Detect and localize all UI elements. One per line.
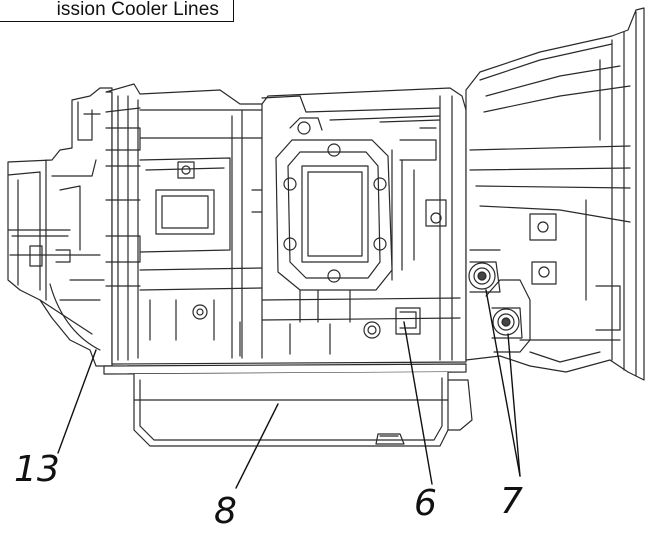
callout-7: 7	[500, 481, 523, 522]
oil-pan	[103, 363, 473, 447]
cooler-line-fittings	[468, 261, 523, 339]
callout-8: 8	[214, 491, 237, 532]
callout-6: 6	[414, 483, 437, 524]
leader-lines	[57, 289, 521, 489]
diagram-title: ission Cooler Lines	[56, 0, 219, 20]
valve-body-cover	[275, 139, 393, 291]
callout-13: 13	[14, 449, 60, 490]
extension-housing	[7, 87, 113, 367]
title-box: ission Cooler Lines	[0, 0, 234, 22]
bell-housing	[465, 7, 645, 381]
